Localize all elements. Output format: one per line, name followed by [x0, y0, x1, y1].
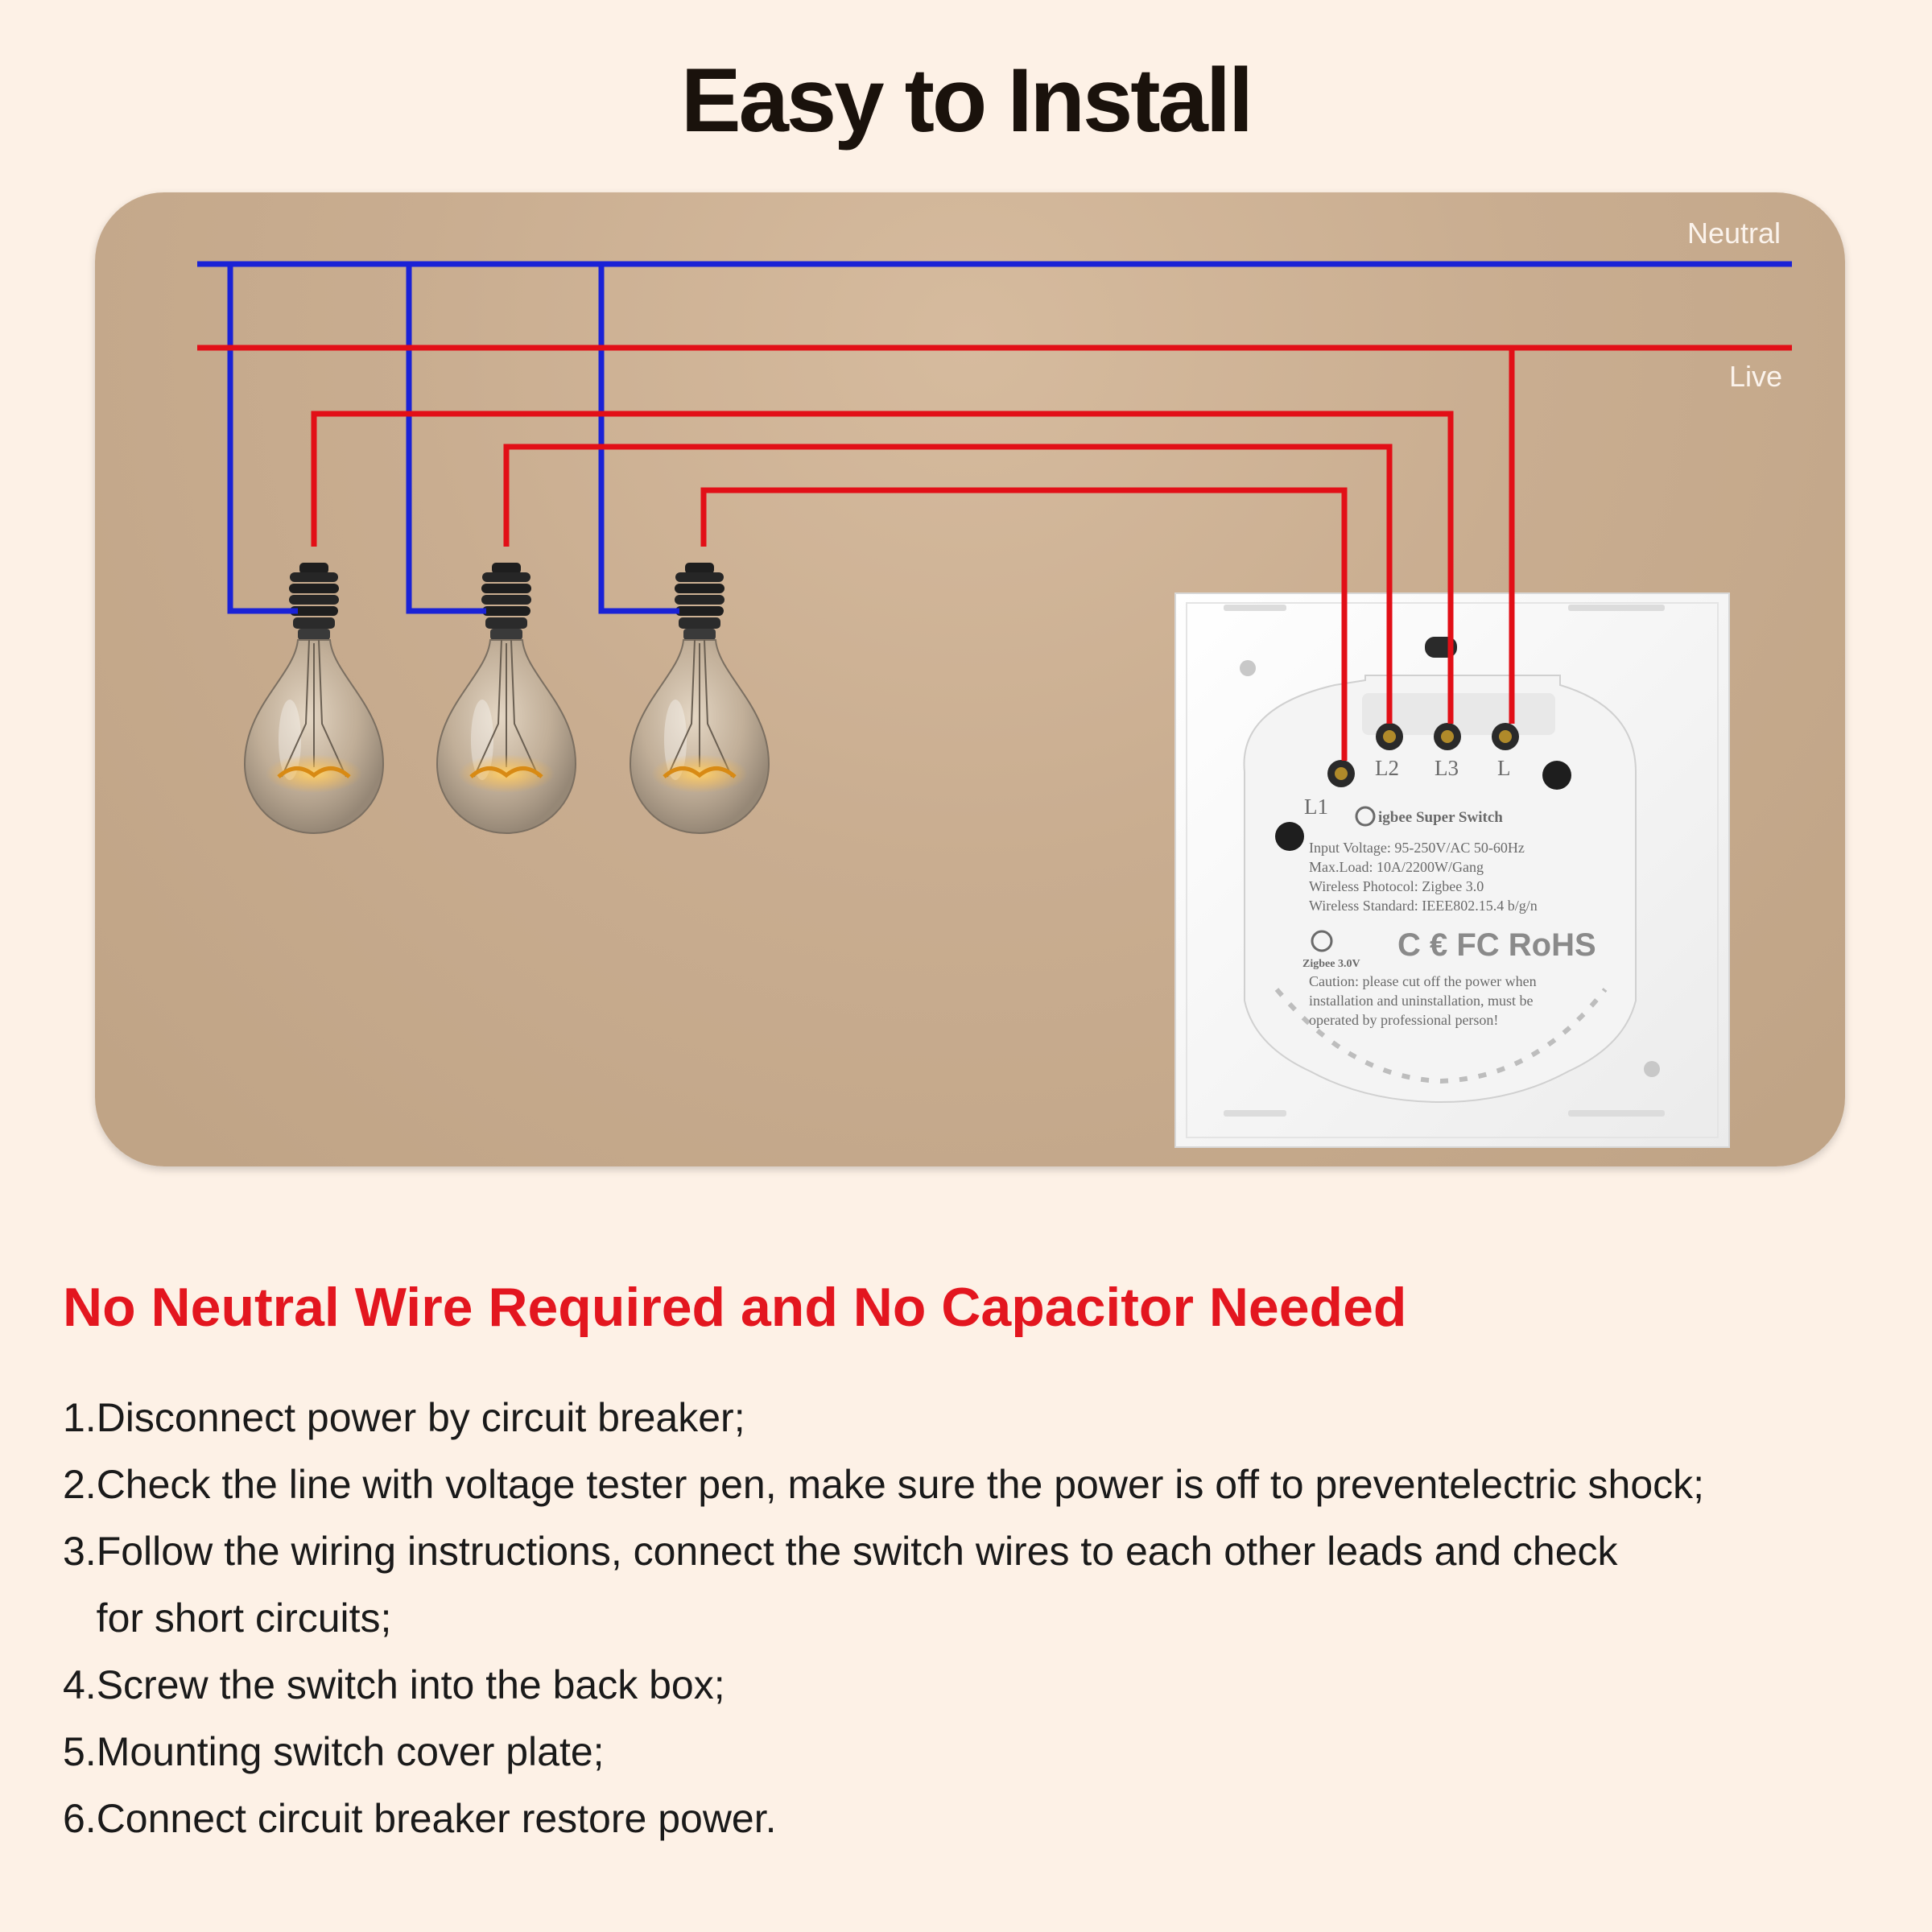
list-item: 2.Check the line with voltage tester pen… — [63, 1462, 1705, 1507]
page-title: Easy to Install — [680, 50, 1253, 151]
live-wires — [197, 345, 1792, 761]
light-bulb-1 — [245, 563, 383, 833]
switch-brand: igbee Super Switch — [1378, 809, 1503, 826]
list-item: 4.Screw the switch into the back box; — [63, 1662, 725, 1707]
spec-line: Max.Load: 10A/2200W/Gang — [1309, 859, 1484, 875]
zigbee-logo-icon — [1355, 806, 1376, 827]
list-item: 3.Follow the wiring instructions, connec… — [63, 1529, 1618, 1574]
terminal-label-l1: L1 — [1304, 795, 1328, 819]
list-item: 1.Disconnect power by circuit breaker; — [63, 1395, 745, 1440]
wiring-diagram: L1 L2 L3 L igbee Super Switch Input Volt… — [95, 192, 1845, 1166]
neutral-label: Neutral — [1687, 217, 1781, 250]
certification-marks: C € FC RoHS — [1397, 927, 1596, 963]
terminal-label-l3: L3 — [1435, 756, 1459, 780]
light-bulb-2 — [437, 563, 576, 833]
wiring-svg: L1 L2 L3 L igbee Super Switch Input Volt… — [197, 261, 1792, 1148]
caution-line: Caution: please cut off the power when — [1309, 973, 1537, 989]
list-item: 6.Connect circuit breaker restore power. — [63, 1796, 777, 1841]
list-item: 5.Mounting switch cover plate; — [63, 1729, 605, 1774]
live-label: Live — [1729, 360, 1783, 393]
list-item: for short circuits; — [63, 1596, 392, 1641]
zigbee-mark-icon — [1311, 930, 1333, 952]
spec-line: Input Voltage: 95-250V/AC 50-60Hz — [1309, 840, 1525, 856]
terminal-label-l2: L2 — [1375, 756, 1399, 780]
light-bulb-3 — [630, 563, 769, 833]
terminal-label-l: L — [1497, 756, 1511, 780]
spec-line: Wireless Photocol: Zigbee 3.0 — [1309, 878, 1484, 894]
spec-line: Wireless Standard: IEEE802.15.4 b/g/n — [1309, 898, 1538, 914]
caution-line: operated by professional person! — [1309, 1012, 1498, 1028]
caution-line: installation and uninstallation, must be — [1309, 993, 1533, 1009]
neutral-wires — [197, 261, 1792, 614]
installation-steps: 1.Disconnect power by circuit breaker; 2… — [63, 1385, 1704, 1852]
zigbee-mark: Zigbee 3.0V — [1302, 958, 1360, 970]
section-heading: No Neutral Wire Required and No Capacito… — [63, 1277, 1407, 1338]
